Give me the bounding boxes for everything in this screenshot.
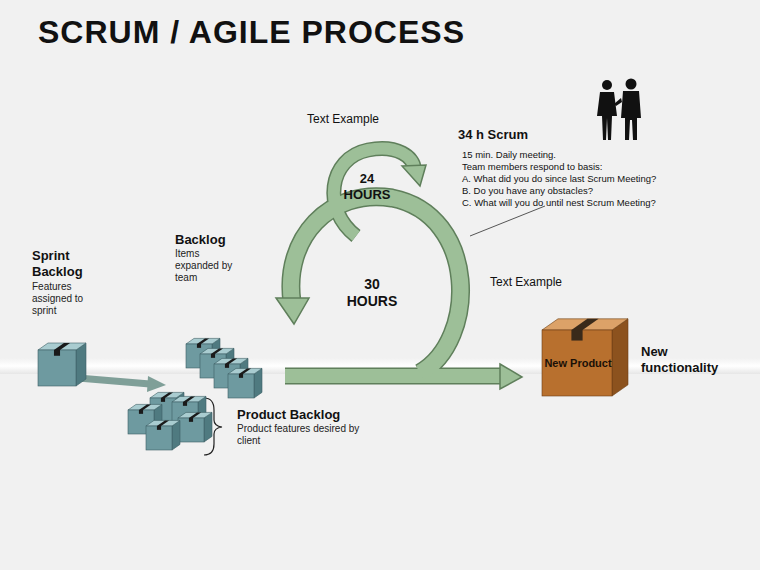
text-label: Text Example <box>307 112 379 126</box>
backlog-group: BacklogItems expanded by team <box>175 232 245 284</box>
people-silhouette <box>597 79 641 141</box>
arrow-head <box>276 298 309 324</box>
arrow-head <box>500 364 522 389</box>
box-cube <box>542 319 628 396</box>
node-body: Features assigned to sprint <box>32 281 104 317</box>
box-cube <box>228 368 262 398</box>
node-heading: Backlog <box>175 232 245 248</box>
text-label: 34 h Scrum <box>458 127 528 143</box>
node-body: Product features desired by client <box>237 423 377 447</box>
note-line: Team members respond to basis: <box>462 161 602 172</box>
node-body: Items expanded by team <box>175 248 245 284</box>
backlog-group: Sprint BacklogFeatures assigned to sprin… <box>32 248 104 317</box>
box-cube <box>178 412 212 442</box>
node-body: New functionality <box>641 344 741 375</box>
cycle-label: 30 HOURS <box>340 276 404 310</box>
note-line: A. What did you do since last Scrum Meet… <box>462 173 656 184</box>
node-heading: New Product <box>544 357 612 370</box>
cycle-label: 24 HOURS <box>336 171 398 202</box>
title: SCRUM / AGILE PROCESS <box>38 14 465 51</box>
brace <box>204 398 222 455</box>
flow-arrow <box>78 378 150 384</box>
leader-line <box>470 206 545 236</box>
note-line: 15 min. Daily meeting. <box>462 149 556 160</box>
backlog-group: Product BacklogProduct features desired … <box>237 407 377 447</box>
box-cube <box>38 343 86 386</box>
arrow-head <box>147 376 166 392</box>
node-heading: Product Backlog <box>237 407 377 423</box>
node-heading: Sprint Backlog <box>32 248 104 281</box>
text-label: Text Example <box>490 275 562 289</box>
box-cube <box>146 420 180 450</box>
product-box: New ProductNew functionality <box>544 332 612 396</box>
note-line: B. Do you have any obstacles? <box>462 185 593 196</box>
arrow-head <box>402 165 426 186</box>
note-line: C. What will you do until nest Scrum Mee… <box>462 197 656 208</box>
